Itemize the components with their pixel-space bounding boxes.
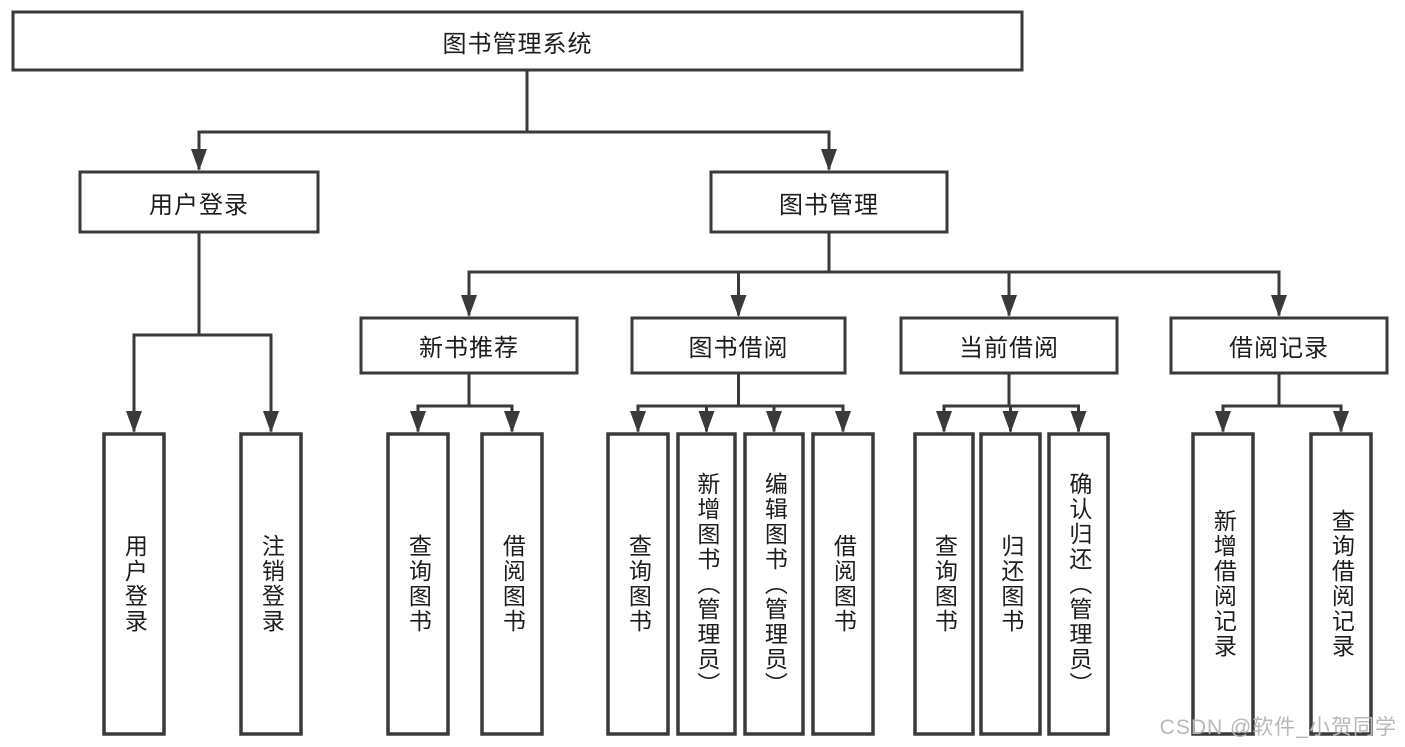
- node-box-leaf-add-borrow-record[interactable]: [1191, 432, 1255, 736]
- node-box-book-borrow[interactable]: [630, 316, 847, 375]
- node-box-leaf-borrow-book[interactable]: [811, 432, 875, 736]
- arrow-head-icon-book-manage: [821, 149, 837, 171]
- node-box-current-borrow[interactable]: [899, 316, 1119, 375]
- node-box-leaf-query-book-current[interactable]: [913, 432, 975, 736]
- node-box-root[interactable]: [11, 10, 1024, 72]
- arrow-head-icon-leaf-user-login: [126, 411, 142, 433]
- arrow-head-icon-leaf-query-book-borrow: [630, 411, 646, 433]
- arrow-head-icon-borrow-record: [1271, 295, 1287, 317]
- node-box-leaf-borrow-book-rec[interactable]: [480, 432, 544, 736]
- arrow-head-icon-leaf-query-book-rec: [410, 411, 426, 433]
- node-box-new-book-recommend[interactable]: [359, 316, 579, 375]
- node-box-leaf-user-login[interactable]: [102, 432, 166, 736]
- node-box-leaf-add-book-admin[interactable]: [676, 432, 737, 736]
- connector-layer: [126, 68, 1349, 433]
- arrow-head-icon-leaf-confirm-return-admin: [1070, 411, 1087, 433]
- arrow-head-icon-leaf-query-borrow-record: [1333, 411, 1349, 433]
- arrow-head-icon-current-borrow: [1001, 295, 1017, 317]
- node-box-leaf-return-book[interactable]: [979, 432, 1042, 736]
- arrow-head-icon-leaf-edit-book-admin: [766, 411, 782, 433]
- arrow-head-icon-leaf-add-borrow-record: [1215, 411, 1231, 433]
- arrow-head-icon-leaf-add-book-admin: [698, 411, 715, 433]
- node-box-leaf-confirm-return-admin[interactable]: [1047, 432, 1110, 736]
- node-box-leaf-query-book-borrow[interactable]: [606, 432, 670, 736]
- arrow-head-icon-book-borrow: [730, 295, 747, 317]
- arrow-head-icon-leaf-return-book: [1002, 411, 1019, 433]
- arrow-head-icon-leaf-user-logout: [263, 411, 279, 433]
- box-layer: [11, 10, 1389, 736]
- node-box-book-manage[interactable]: [709, 170, 949, 234]
- arrow-head-icon-leaf-query-book-current: [936, 411, 952, 433]
- node-box-user-login[interactable]: [78, 170, 320, 234]
- node-box-leaf-user-logout[interactable]: [239, 432, 303, 736]
- node-box-leaf-edit-book-admin[interactable]: [743, 432, 805, 736]
- arrow-head-icon-new-book-recommend: [461, 295, 477, 317]
- node-box-leaf-query-book-rec[interactable]: [386, 432, 450, 736]
- arrow-head-icon-user-login: [191, 149, 207, 171]
- arrow-head-icon-leaf-borrow-book: [835, 411, 851, 433]
- node-box-borrow-record[interactable]: [1169, 316, 1389, 375]
- arrow-head-icon-leaf-borrow-book-rec: [504, 411, 520, 433]
- node-box-leaf-query-borrow-record[interactable]: [1309, 432, 1373, 736]
